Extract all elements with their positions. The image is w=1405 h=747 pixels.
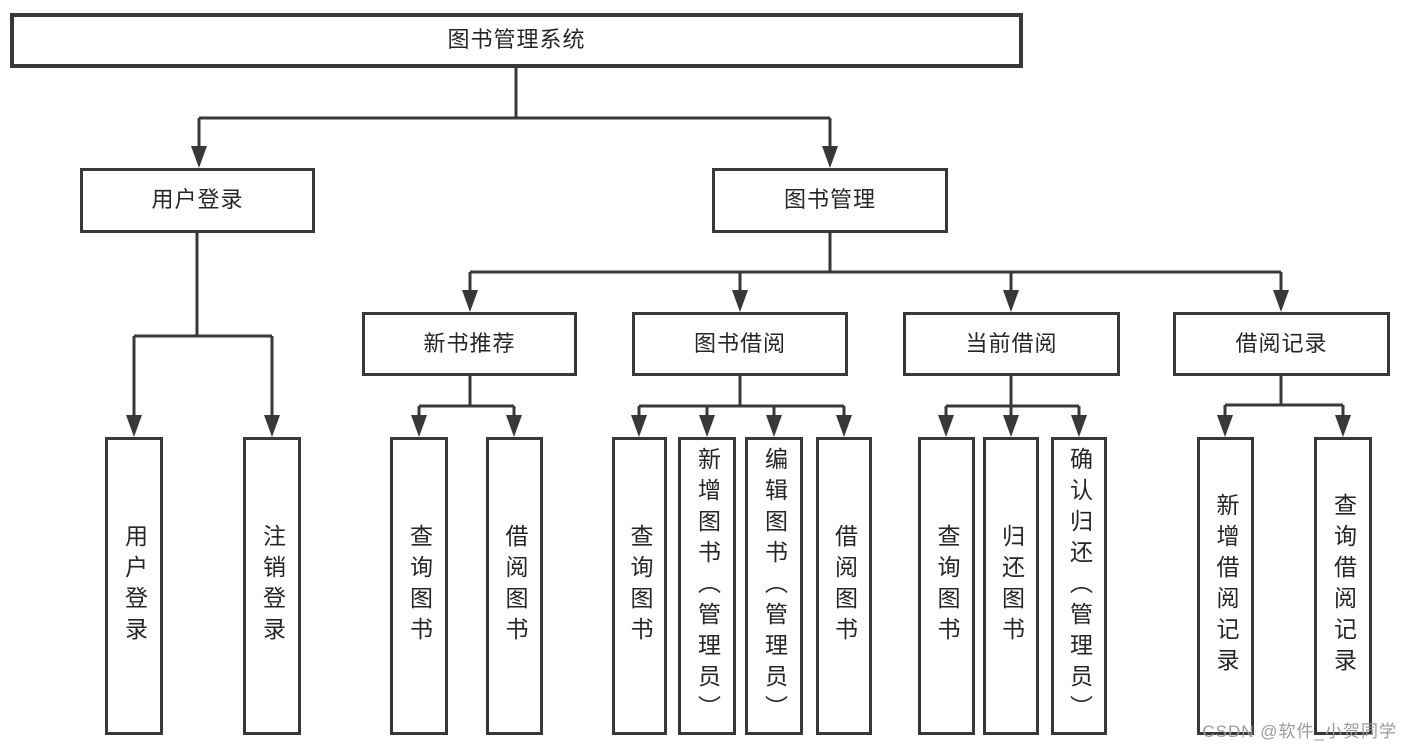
node-book-management: 图书管理 — [712, 168, 948, 233]
node-add-books-admin: 新增图书（管理员） — [678, 437, 736, 735]
node-confirm-return-admin: 确认归还（管理员） — [1051, 437, 1107, 735]
node-user-login-leaf: 用户登录 — [105, 437, 163, 735]
node-add-borrow-record: 新增借阅记录 — [1197, 437, 1254, 735]
node-query-books-recommend: 查询图书 — [390, 437, 448, 735]
node-query-books-borrow: 查询图书 — [612, 437, 667, 735]
node-logout-leaf: 注销登录 — [243, 437, 301, 735]
node-library-management-system: 图书管理系统 — [10, 13, 1023, 68]
node-current-borrowing: 当前借阅 — [903, 312, 1120, 376]
node-query-books-current: 查询图书 — [918, 437, 975, 735]
csdn-watermark: CSDN @软件_小贺同学 — [1202, 722, 1397, 741]
arrowhead-icons — [126, 146, 1351, 437]
node-book-borrowing: 图书借阅 — [632, 312, 848, 376]
node-query-borrow-record: 查询借阅记录 — [1314, 437, 1372, 735]
node-borrowing-records: 借阅记录 — [1173, 312, 1390, 376]
node-edit-books-admin: 编辑图书（管理员） — [745, 437, 803, 735]
node-new-book-recommendation: 新书推荐 — [362, 312, 577, 376]
node-borrow-books-leaf: 借阅图书 — [816, 437, 872, 735]
node-return-books: 归还图书 — [983, 437, 1039, 735]
node-user-login: 用户登录 — [80, 168, 315, 233]
node-borrow-books-recommend: 借阅图书 — [486, 437, 543, 735]
